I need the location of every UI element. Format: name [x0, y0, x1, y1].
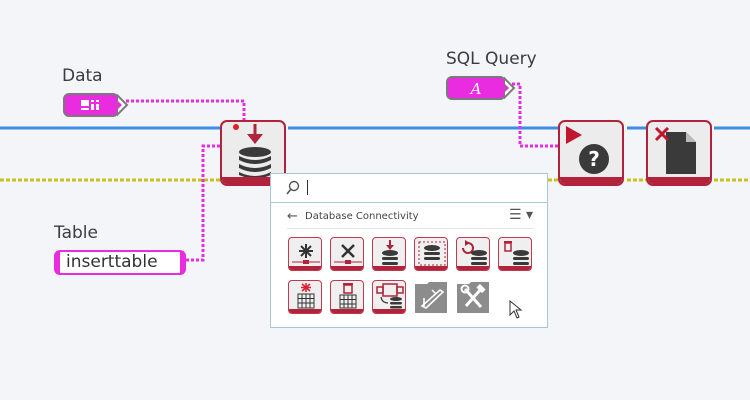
- advanced-folder-tile[interactable]: [414, 280, 448, 314]
- palette-search-input[interactable]: [305, 178, 535, 198]
- string-icon: A: [469, 80, 482, 98]
- close-connection-icon: [334, 244, 362, 264]
- drop-table-icon: [339, 283, 357, 309]
- database-insert-icon: [233, 124, 271, 179]
- svg-text:A: A: [469, 80, 482, 98]
- variant-to-data-tile[interactable]: [372, 280, 406, 314]
- select-data-icon: [418, 241, 446, 266]
- text-caret: [307, 180, 308, 195]
- table-name-value[interactable]: inserttable: [66, 252, 158, 272]
- delete-data-tile[interactable]: [498, 237, 532, 271]
- view-menu-button[interactable]: ☰ ▾: [508, 207, 533, 223]
- execute-query-node[interactable]: ?: [558, 120, 624, 186]
- data-terminal-arrow: [117, 93, 129, 117]
- back-arrow-icon[interactable]: ←: [287, 209, 298, 224]
- close-connection-tile[interactable]: [330, 237, 364, 271]
- open-connection-tile[interactable]: [288, 237, 322, 271]
- data-wire: [126, 99, 246, 124]
- create-table-icon: [297, 283, 315, 309]
- execute-query-icon: ?: [566, 126, 609, 174]
- sql-query-label: SQL Query: [446, 49, 537, 69]
- data-cluster-control[interactable]: [63, 93, 119, 117]
- table-label: Table: [54, 223, 98, 243]
- category-title: Database Connectivity: [305, 211, 419, 222]
- rollback-tile[interactable]: [456, 237, 490, 271]
- rollback-icon: [462, 240, 487, 265]
- open-connection-icon: [292, 244, 320, 264]
- query-wire: [512, 82, 558, 148]
- tools-folder-icon: [457, 282, 489, 313]
- palette-category-header: ← Database Connectivity ☰ ▾: [287, 207, 533, 229]
- delete-data-icon: [504, 241, 529, 265]
- search-icon: [286, 180, 300, 195]
- select-data-tile[interactable]: [414, 237, 448, 271]
- palette-search-bar: [271, 174, 547, 203]
- cluster-icon: [81, 100, 99, 110]
- table-wire: [186, 144, 220, 262]
- close-connection-node[interactable]: [646, 120, 712, 186]
- functions-palette: ← Database Connectivity ☰ ▾: [270, 173, 548, 328]
- sql-query-control[interactable]: A: [446, 76, 506, 100]
- close-file-icon: [654, 126, 696, 174]
- drop-table-tile[interactable]: [330, 280, 364, 314]
- svg-text:?: ?: [588, 147, 600, 171]
- data-label: Data: [62, 66, 103, 86]
- variant-to-data-icon: [376, 283, 404, 309]
- sql-terminal-arrow: [504, 76, 516, 100]
- create-table-tile[interactable]: [288, 280, 322, 314]
- insert-data-tile[interactable]: [372, 237, 406, 271]
- insert-data-icon: [382, 240, 398, 265]
- swiss-knife-folder-icon: [415, 282, 447, 313]
- table-string-constant[interactable]: inserttable: [54, 250, 186, 275]
- mouse-cursor-icon: [509, 300, 523, 319]
- utility-folder-tile[interactable]: [456, 280, 490, 314]
